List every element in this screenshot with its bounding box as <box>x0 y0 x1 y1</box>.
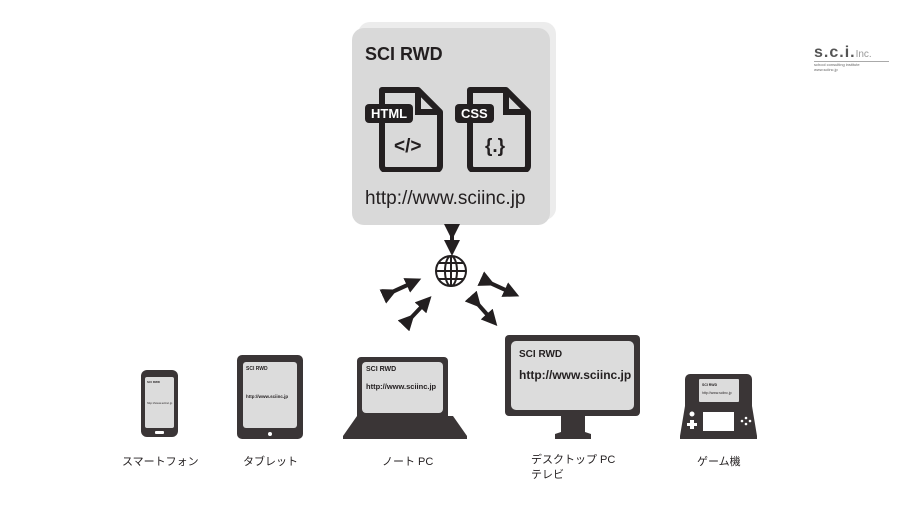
arrow-down-right <box>464 290 498 326</box>
css-code-glyph: {.} <box>485 136 506 157</box>
smartphone: SCI RWD http://www.sciinc.jp <box>141 370 178 437</box>
label-desktop: デスクトップ PC テレビ <box>531 453 615 483</box>
tablet: SCI RWD http://www.sciinc.jp <box>237 355 303 439</box>
logo-suffix: Inc. <box>855 49 872 60</box>
sci-logo: s.c.i.Inc. school consulting institute w… <box>814 44 889 72</box>
server-url: http://www.sciinc.jp <box>365 188 526 209</box>
screen-title: SCI RWD <box>246 366 268 372</box>
game-console: SCI RWD http://www.sciinc.jp <box>685 374 752 406</box>
logo-line1: school consulting institute <box>814 62 860 67</box>
label-desktop-line2: テレビ <box>531 469 564 481</box>
css-label: CSS <box>455 104 494 123</box>
screen-url: http://www.sciinc.jp <box>246 394 289 399</box>
network-arrows <box>379 224 520 332</box>
globe-icon <box>435 255 467 287</box>
html-label: HTML <box>365 104 414 123</box>
desktop-monitor: SCI RWD http://www.sciinc.jp <box>505 335 640 416</box>
label-game-console: ゲーム機 <box>697 456 741 468</box>
label-desktop-line1: デスクトップ PC <box>531 454 616 466</box>
monitor-stand <box>555 416 591 439</box>
server-card: SCI RWD HTML </> CSS {.} http://www.scii… <box>352 28 550 225</box>
server-title: SCI RWD <box>365 44 443 64</box>
logo-main: s.c.i. <box>814 44 856 61</box>
label-laptop: ノート PC <box>382 456 434 468</box>
screen-url: http://www.sciinc.jp <box>702 391 732 395</box>
game-console-base <box>680 406 757 439</box>
laptop: SCI RWD http://www.sciinc.jp <box>357 357 448 418</box>
laptop-base <box>343 416 467 439</box>
screen-title: SCI RWD <box>147 380 160 384</box>
screen-title: SCI RWD <box>702 383 718 387</box>
screen-title: SCI RWD <box>366 366 397 373</box>
screen-title: SCI RWD <box>519 349 563 360</box>
arrow-right <box>477 271 520 297</box>
label-smartphone: スマートフォン <box>122 456 199 468</box>
screen-url: http://www.sciinc.jp <box>366 382 437 391</box>
label-tablet: タブレット <box>243 456 298 468</box>
css-file-icon <box>467 87 531 172</box>
screen-url: http://www.sciinc.jp <box>519 368 632 382</box>
html-code-glyph: </> <box>394 136 422 157</box>
arrow-down-left <box>397 296 432 332</box>
arrow-left <box>379 278 422 304</box>
html-file-icon <box>379 87 443 172</box>
screen-url: http://www.sciinc.jp <box>147 401 173 405</box>
logo-line2: www.sciinc.jp <box>814 67 838 72</box>
